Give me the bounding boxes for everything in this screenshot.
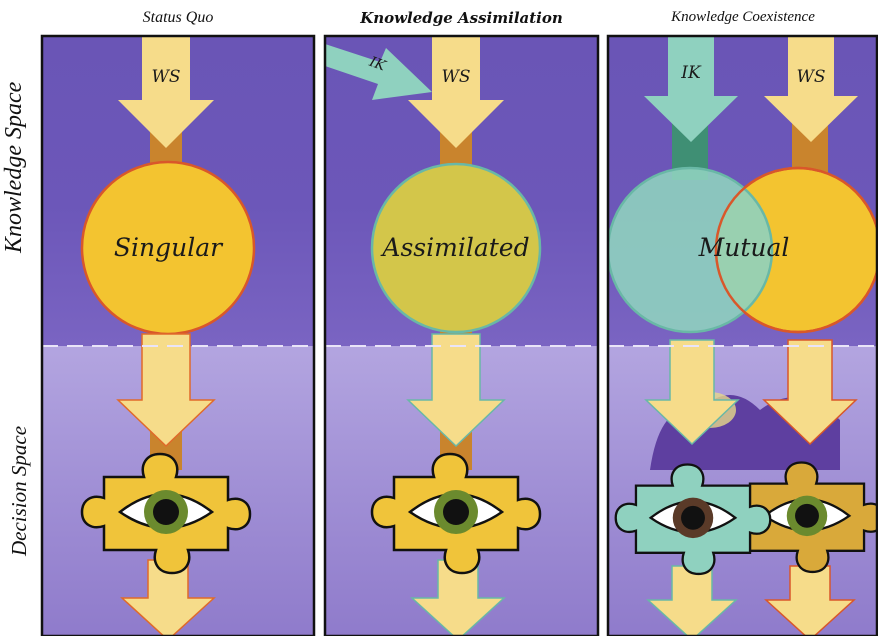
ws-label: WS <box>441 67 470 87</box>
column-title-knowledge-coexistence: Knowledge Coexistence <box>671 9 815 25</box>
ik-label: IK <box>366 54 389 75</box>
ws-arrow-icon <box>764 36 858 142</box>
circle-label-assimilated: Assimilated <box>380 233 529 262</box>
eye-icon <box>648 497 738 539</box>
panel-knowledge-assimilation <box>325 36 598 636</box>
ik-arrow-icon <box>644 36 738 142</box>
down-arrow-icon <box>762 339 858 446</box>
circle-label-singular: Singular <box>114 233 224 262</box>
circle-label-mutual: Mutual <box>698 233 790 262</box>
down-arrow-icon <box>644 339 740 446</box>
down-arrow-icon <box>764 565 856 636</box>
column-title-status-quo: Status Quo <box>142 9 214 26</box>
eye-icon <box>117 490 215 534</box>
down-arrow-icon <box>116 333 216 448</box>
ws-arrow-icon <box>408 36 504 148</box>
eye-icon <box>407 490 505 534</box>
panel-knowledge-coexistence <box>608 36 878 636</box>
ws-label: WS <box>151 67 180 87</box>
ik-circle <box>608 166 774 334</box>
assimilated-circle <box>370 162 542 334</box>
panel-status-quo <box>42 36 314 636</box>
puzzle-piece-icon <box>370 452 542 575</box>
puzzle-piece-icon <box>614 463 772 576</box>
down-arrow-icon <box>646 565 738 636</box>
ik-arrow-icon <box>325 44 432 100</box>
puzzle-piece-icon <box>80 452 252 575</box>
ws-arrow-icon <box>118 36 214 148</box>
ws-label: WS <box>796 67 825 87</box>
eye-icon <box>762 495 852 537</box>
column-title-knowledge-assimilation: Knowledge Assimilation <box>360 9 563 27</box>
puzzle-piece-icon <box>728 461 878 574</box>
ik-label: IK <box>680 63 702 83</box>
